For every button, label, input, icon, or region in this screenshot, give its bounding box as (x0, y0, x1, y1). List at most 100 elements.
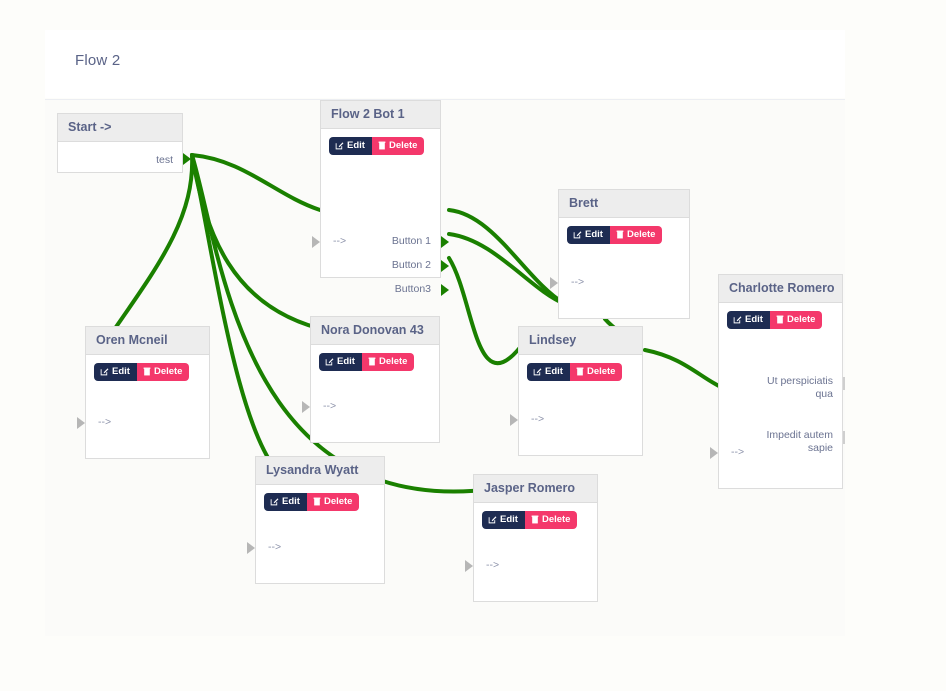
input-handle-icon[interactable] (465, 560, 473, 572)
flow-node-lindsey[interactable]: Lindsey Edit Delete --> (510, 326, 643, 456)
trash-icon (531, 515, 539, 524)
flow-edge[interactable] (105, 153, 195, 342)
delete-button[interactable]: Delete (136, 363, 190, 381)
node-input-port[interactable]: --> (268, 541, 282, 553)
node-body: Edit Delete --> (302, 345, 439, 442)
flow-edge[interactable] (447, 256, 527, 366)
flow-edge[interactable] (643, 348, 727, 391)
input-handle-icon[interactable] (710, 447, 718, 459)
node-input-port[interactable]: --> (486, 559, 500, 571)
output-handle-icon[interactable] (441, 236, 449, 248)
node-input-port[interactable]: --> (731, 446, 745, 458)
edit-button[interactable]: Edit (482, 511, 525, 529)
flow-header-panel: Flow 2 (45, 30, 845, 98)
flow-node-brett[interactable]: Brett Edit Delete --> (550, 189, 690, 319)
node-title: Nora Donovan 43 (311, 317, 439, 345)
delete-button[interactable]: Delete (769, 311, 823, 329)
node-output-port[interactable]: Button3 (394, 283, 431, 295)
delete-button-label: Delete (153, 366, 183, 377)
delete-button-label: Delete (586, 366, 616, 377)
node-input-port[interactable]: --> (571, 276, 585, 288)
output-handle-icon[interactable] (843, 431, 845, 444)
flow-node-start[interactable]: Start -> test (57, 113, 191, 173)
edit-button[interactable]: Edit (329, 137, 372, 155)
node-title: Start -> (58, 114, 182, 142)
node-output-port[interactable]: Ut perspiciatis qua (767, 375, 833, 401)
output-handle-icon[interactable] (183, 153, 191, 165)
edit-button[interactable]: Edit (527, 363, 570, 381)
node-actions: Edit Delete (567, 226, 663, 244)
edit-button-label: Edit (585, 229, 603, 240)
edit-button-label: Edit (545, 366, 563, 377)
node-input-port[interactable]: --> (323, 400, 337, 412)
input-handle-icon[interactable] (77, 417, 85, 429)
pencil-square-icon (325, 357, 334, 366)
edit-button-label: Edit (500, 514, 518, 525)
edit-button[interactable]: Edit (319, 353, 362, 371)
input-handle-icon[interactable] (302, 401, 310, 413)
node-title: Jasper Romero (474, 475, 597, 503)
node-output-port[interactable]: test (156, 154, 173, 166)
input-handle-icon[interactable] (247, 542, 255, 554)
edit-button-label: Edit (745, 314, 763, 325)
flow-edge[interactable] (447, 232, 567, 306)
flow-node-lysandra[interactable]: Lysandra Wyatt Edit Delete --> (247, 456, 385, 584)
flow-node-charlotte[interactable]: Charlotte Romero Edit Delete --> Ut perspi… (710, 274, 845, 489)
flow-node-oren[interactable]: Oren Mcneil Edit Delete--> (77, 326, 210, 459)
node-title: Lindsey (519, 327, 642, 355)
delete-button-label: Delete (378, 356, 408, 367)
output-handle-icon[interactable] (441, 284, 449, 296)
delete-button[interactable]: Delete (524, 511, 578, 529)
trash-icon (143, 367, 151, 376)
node-input-port[interactable]: --> (333, 235, 347, 247)
page-title: Flow 2 (75, 52, 121, 69)
input-handle-icon[interactable] (510, 414, 518, 426)
delete-button[interactable]: Delete (609, 226, 663, 244)
pencil-square-icon (573, 230, 582, 239)
flow-edge[interactable] (447, 208, 567, 306)
flow-edge[interactable] (190, 153, 332, 333)
edit-button[interactable]: Edit (567, 226, 610, 244)
output-handle-icon[interactable] (843, 377, 845, 390)
output-handle-icon[interactable] (441, 260, 449, 272)
node-body: Edit Delete --> (247, 485, 384, 583)
flow-edge[interactable] (190, 153, 322, 212)
node-input-port[interactable]: --> (98, 416, 112, 428)
edit-button[interactable]: Edit (94, 363, 137, 381)
node-title: Lysandra Wyatt (256, 457, 384, 485)
delete-button[interactable]: Delete (371, 137, 425, 155)
trash-icon (313, 497, 321, 506)
delete-button[interactable]: Delete (569, 363, 623, 381)
trash-icon (576, 367, 584, 376)
delete-button-label: Delete (786, 314, 816, 325)
edit-button[interactable]: Edit (727, 311, 770, 329)
node-title: Charlotte Romero (719, 275, 842, 303)
flow-node-nora[interactable]: Nora Donovan 43 Edit Delete --> (302, 316, 440, 443)
node-title: Brett (559, 190, 689, 218)
node-actions: Edit Delete (329, 137, 425, 155)
node-body: Edit Delete --> Button 1 Button 2 Button3 (312, 129, 449, 296)
pencil-square-icon (100, 367, 109, 376)
pencil-square-icon (335, 141, 344, 150)
node-input-port[interactable]: --> (531, 413, 545, 425)
node-output-port[interactable]: Impedit autem sapie (766, 429, 833, 455)
node-body: Edit Delete --> (550, 218, 689, 318)
delete-button[interactable]: Delete (361, 353, 415, 371)
node-body: Edit Delete --> (77, 355, 209, 458)
node-title: Flow 2 Bot 1 (321, 101, 440, 129)
pencil-square-icon (533, 367, 542, 376)
input-handle-icon[interactable] (312, 236, 320, 248)
input-handle-icon[interactable] (550, 277, 558, 289)
edit-button[interactable]: Edit (264, 493, 307, 511)
flow-node-jasper[interactable]: Jasper Romero Edit Delete --> (465, 474, 598, 602)
delete-button[interactable]: Delete (306, 493, 360, 511)
node-output-port[interactable]: Button 2 (391, 259, 431, 271)
node-output-port[interactable]: Button 1 (391, 235, 431, 247)
delete-button-label: Delete (388, 140, 418, 151)
delete-button-label: Delete (323, 496, 353, 507)
flow-node-flow2bot1[interactable]: Flow 2 Bot 1 Edit Delete --> Button 1 Butto… (312, 100, 449, 296)
pencil-square-icon (270, 497, 279, 506)
pencil-square-icon (488, 515, 497, 524)
